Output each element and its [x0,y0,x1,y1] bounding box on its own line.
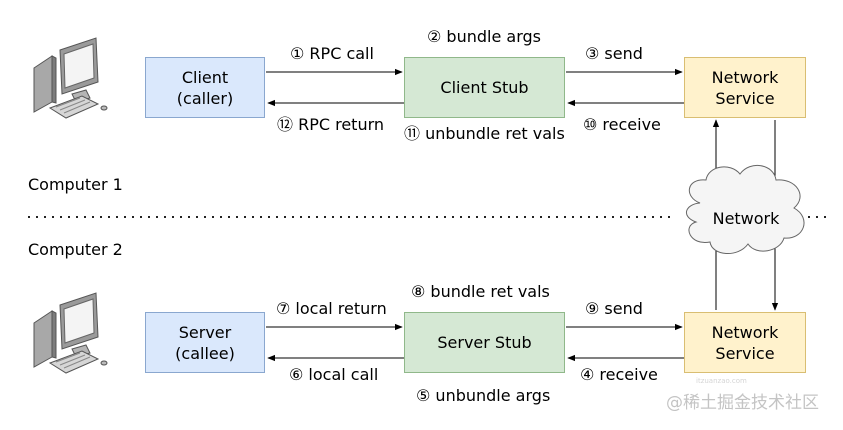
step-rpc-call: ① RPC call [290,44,374,63]
step-local-call: ⑥ local call [289,365,379,384]
computer-2-icon [33,292,108,374]
step-bundle-args: ② bundle args [427,27,541,46]
client-box: Client (caller) [145,57,265,118]
client-stub-label: Client Stub [440,78,529,97]
step-rpc-return: ⑫ RPC return [277,115,385,134]
watermark-small: itzuanzao.com [696,377,747,385]
computer-2-label: Computer 2 [28,240,123,259]
network-service-bottom-box: Network Service [684,312,806,373]
step-send-bottom: ⑨ send [585,299,643,318]
step-receive-top: ⑩ receive [583,115,661,134]
step-send-top: ③ send [585,44,643,63]
server-box: Server (callee) [145,312,265,373]
network-service-bottom-label: Network Service [711,322,779,363]
step-receive-bottom: ④ receive [580,365,658,384]
server-stub-box: Server Stub [404,312,565,373]
network-label: Network [712,209,780,228]
network-service-top-label: Network Service [711,67,779,108]
step-unbundle-args: ⑤ unbundle args [416,386,551,405]
step-local-return: ⑦ local return [276,299,387,318]
server-label: Server (callee) [175,322,235,363]
client-stub-box: Client Stub [404,57,565,118]
watermark: @稀土掘金技术社区 [666,393,819,413]
network-service-top-box: Network Service [684,57,806,118]
computer-1-icon [33,37,108,119]
step-bundle-ret-vals: ⑧ bundle ret vals [411,282,550,301]
step-unbundle-ret-vals: ⑪ unbundle ret vals [404,124,565,143]
server-stub-label: Server Stub [437,333,532,352]
client-label: Client (caller) [176,67,234,108]
computer-1-label: Computer 1 [28,175,123,194]
network-cloud-icon [686,165,805,254]
